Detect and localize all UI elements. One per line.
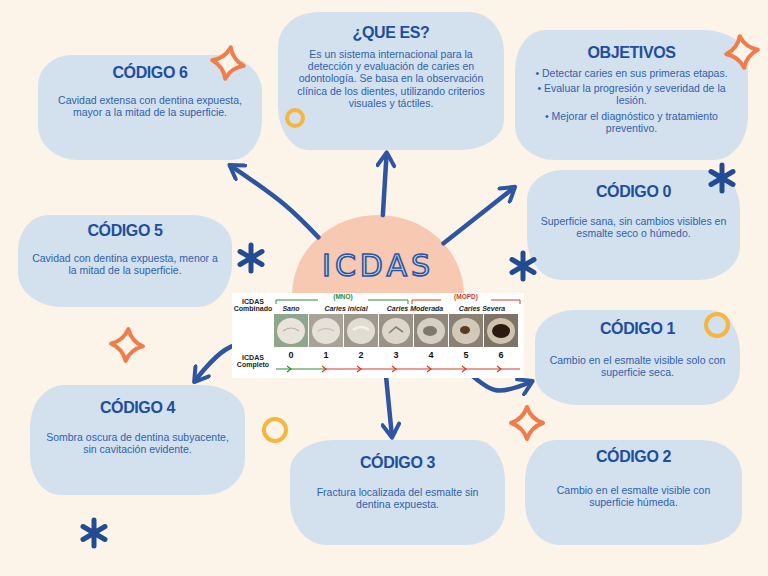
- box-heading: CÓDIGO 5: [28, 222, 222, 240]
- body-text: Sombra oscura de dentina subyacente, sin…: [40, 431, 235, 456]
- body-text: Superficie sana, sin cambios visibles en…: [537, 215, 730, 240]
- box-heading: OBJETIVOS: [527, 44, 736, 62]
- definition-box: ¿QUE ES? Es un sistema internacional para…: [278, 12, 504, 150]
- body-text: Cambio en el esmalte visible con superfi…: [535, 484, 732, 509]
- code-number: 0: [281, 351, 301, 360]
- body-text: Cambio en el esmalte visible solo con su…: [545, 354, 730, 379]
- tooth-photo: [283, 328, 299, 331]
- box-heading: CÓDIGO 4: [40, 399, 235, 417]
- box-heading: CÓDIGO 1: [545, 320, 730, 338]
- box-heading: CÓDIGO 6: [50, 64, 250, 82]
- box-heading: CÓDIGO 0: [537, 183, 730, 201]
- body-text: • Detectar caries en sus primeras etapas…: [527, 67, 736, 79]
- tooth-photo: [460, 326, 470, 334]
- connector-arrow: [443, 348, 531, 391]
- scale-tick: [287, 366, 291, 372]
- ring-mark: [264, 419, 286, 441]
- central-title: ICDAS: [292, 251, 464, 281]
- stage-label: Sano: [274, 305, 308, 312]
- code-number: 2: [351, 351, 371, 360]
- code-number: 4: [421, 351, 441, 360]
- code-box: CÓDIGO 4 Sombra oscura de dentina subyace…: [30, 385, 245, 495]
- code-box: CÓDIGO 0 Superficie sana, sin cambios vis…: [527, 170, 740, 280]
- tooth-photo: [492, 324, 510, 338]
- tooth-photo: [487, 318, 515, 344]
- code-number: 1: [316, 351, 336, 360]
- box-heading: CÓDIGO 3: [300, 454, 495, 472]
- stage-label: Caries inicial: [316, 305, 376, 312]
- code-box: CÓDIGO 1 Cambio en el esmalte visible sol…: [535, 310, 740, 405]
- objectives-box: OBJETIVOS • Detectar caries en sus primer…: [515, 30, 748, 160]
- code-number: 6: [491, 351, 511, 360]
- connector-arrow: [386, 375, 392, 436]
- code-number: 5: [456, 351, 476, 360]
- body-text: Cavidad extensa con dentina expuesta, ma…: [50, 94, 250, 119]
- tooth-photo: [484, 314, 518, 347]
- asterisk-mark: [83, 520, 105, 546]
- code-box: CÓDIGO 3 Fractura localizada del esmalte …: [290, 440, 505, 545]
- body-text: • Evaluar la progresión y severidad de l…: [527, 82, 736, 107]
- stage-label: Caries Moderada: [381, 305, 449, 312]
- row-label: ICDAS Combinado: [233, 298, 273, 313]
- group-label: (MNO): [318, 294, 368, 301]
- code-box: CÓDIGO 6 Cavidad extensa con dentina expu…: [38, 55, 262, 160]
- connector-arrow: [195, 324, 298, 381]
- body-text: Cavidad con dentina expuesta, menor a la…: [28, 252, 222, 277]
- row-label: ICDAS Completo: [233, 354, 273, 369]
- group-label: (MOPD): [441, 294, 491, 301]
- connector-arrow: [231, 166, 319, 237]
- asterisk-mark: [240, 245, 262, 271]
- sparkle-star: [511, 407, 543, 439]
- scale-axis: [276, 368, 326, 369]
- box-heading: CÓDIGO 2: [535, 448, 732, 466]
- code-box: CÓDIGO 5 Cavidad con dentina expuesta, me…: [18, 215, 232, 307]
- code-number: 3: [386, 351, 406, 360]
- body-text: Fractura localizada del esmalte sin dent…: [300, 486, 495, 511]
- body-text: Es un sistema internacional para la dete…: [288, 48, 494, 110]
- sparkle-star: [110, 328, 145, 363]
- connector-arrow: [444, 188, 514, 243]
- connector-arrow: [383, 154, 387, 215]
- code-box: CÓDIGO 2 Cambio en el esmalte visible con…: [525, 440, 742, 545]
- body-text: • Mejorar el diagnóstico y tratamiento p…: [527, 110, 736, 135]
- stage-label: Caries Severa: [452, 305, 512, 312]
- box-heading: ¿QUE ES?: [288, 24, 494, 42]
